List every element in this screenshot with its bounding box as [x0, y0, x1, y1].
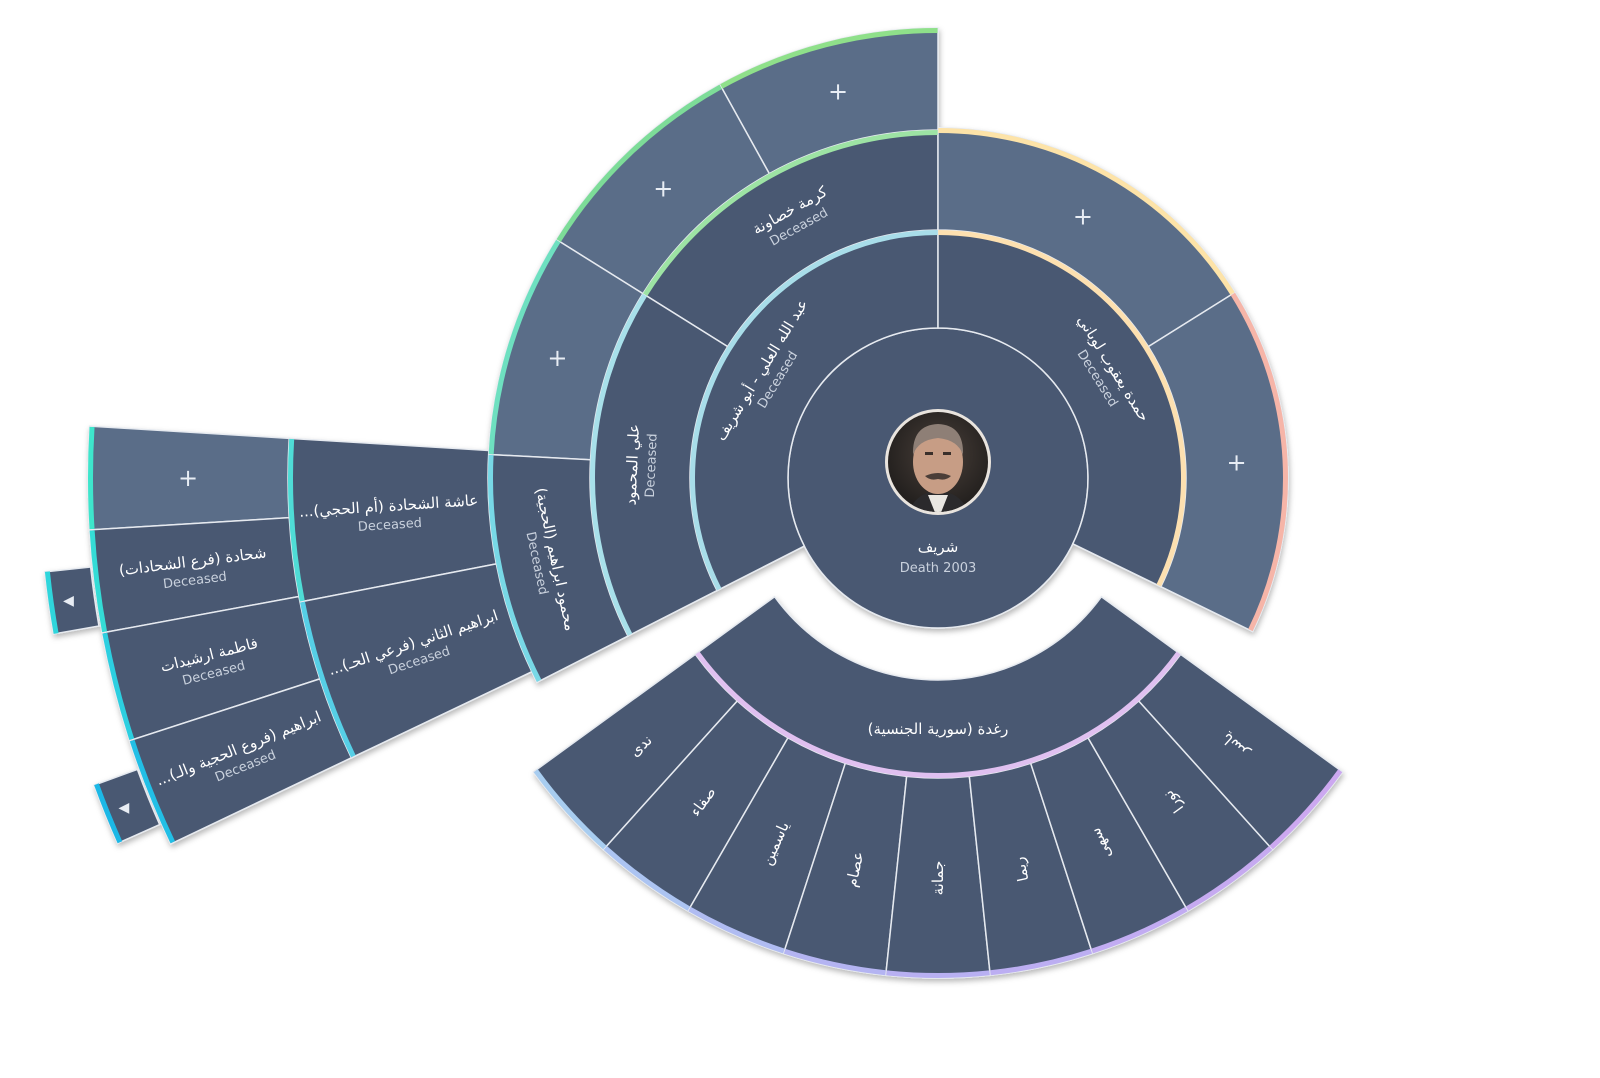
add-icon[interactable]: + — [547, 344, 567, 372]
add-maternal-grandmother-label: + — [1073, 202, 1093, 230]
gen5-segment-shahada-edge — [89, 530, 108, 633]
child-segment-8-edge — [1185, 846, 1273, 911]
child-segment-4-edge — [783, 948, 886, 976]
add-icon[interactable]: + — [828, 78, 848, 106]
gen4-segment-aisha-edge — [288, 438, 305, 602]
child-segment-6-label: ريما — [1010, 855, 1033, 883]
add-icon[interactable]: + — [178, 464, 198, 492]
gen5-segment-ibrahim-edge — [129, 739, 175, 844]
person-name: علي المحمود — [622, 424, 645, 506]
paternal-grandmother-segment-edge — [643, 130, 938, 296]
person-status: Deceased — [643, 433, 661, 498]
collapse-arrow-icon[interactable]: ◀ — [119, 800, 130, 816]
person-name: جمانة — [929, 861, 947, 896]
add-great-grandparent-3-label: + — [547, 344, 567, 372]
add-icon[interactable]: + — [1227, 448, 1247, 476]
great-grandfather-mahmoud-segment-edge — [488, 454, 542, 682]
add-icon[interactable]: + — [1073, 202, 1093, 230]
gen5-segment-fatima-edge — [102, 632, 135, 740]
collapse-tab-edge — [44, 571, 59, 634]
collapse-arrow-icon[interactable]: ◀ — [63, 593, 74, 609]
father-segment-edge — [690, 230, 938, 591]
add-great-grandparent-2-edge — [556, 84, 722, 242]
add-icon[interactable]: + — [653, 175, 673, 203]
child-segment-7-edge — [1091, 906, 1188, 954]
spouse-segment-edge — [695, 651, 1181, 778]
person-name: ريما — [1010, 855, 1033, 883]
add-gen5-ancestor-label: + — [178, 464, 198, 492]
portrait-photo[interactable] — [885, 409, 995, 520]
add-great-grandparent-1-edge — [720, 28, 938, 89]
mother-segment-edge — [938, 230, 1186, 587]
add-gen5-ancestor-edge — [88, 426, 95, 530]
child-segment-5-label: جمانة — [929, 861, 947, 896]
paternal-grandfather-segment-edge — [590, 293, 647, 636]
add-great-grandparent-2-label: + — [653, 175, 673, 203]
collapse-tab-edge — [94, 783, 123, 844]
person-status: Deceased — [357, 516, 422, 535]
child-segment-6-edge — [990, 948, 1093, 976]
child-segment-3-edge — [688, 906, 785, 954]
add-maternal-grandmother-edge — [938, 128, 1235, 295]
add-maternal-grandfather-label: + — [1227, 448, 1247, 476]
root-name: شريف — [918, 538, 959, 556]
child-segment-1-edge — [533, 769, 607, 850]
add-great-grandparent-1-label: + — [828, 78, 848, 106]
add-maternal-grandfather-edge — [1230, 292, 1288, 632]
gen4-segment-ibrahim-edge — [300, 601, 356, 758]
root-status: Death 2003 — [900, 561, 977, 576]
person-name: رغدة (سورية الجنسية) — [868, 720, 1009, 738]
root-person[interactable]: شريف Death 2003 — [885, 409, 995, 576]
child-segment-2-edge — [603, 846, 691, 911]
child-segment-9-edge — [1269, 769, 1343, 850]
spouse-segment-label: رغدة (سورية الجنسية) — [868, 720, 1009, 738]
add-great-grandparent-3-edge — [488, 239, 561, 455]
child-segment-5-edge — [886, 970, 990, 978]
